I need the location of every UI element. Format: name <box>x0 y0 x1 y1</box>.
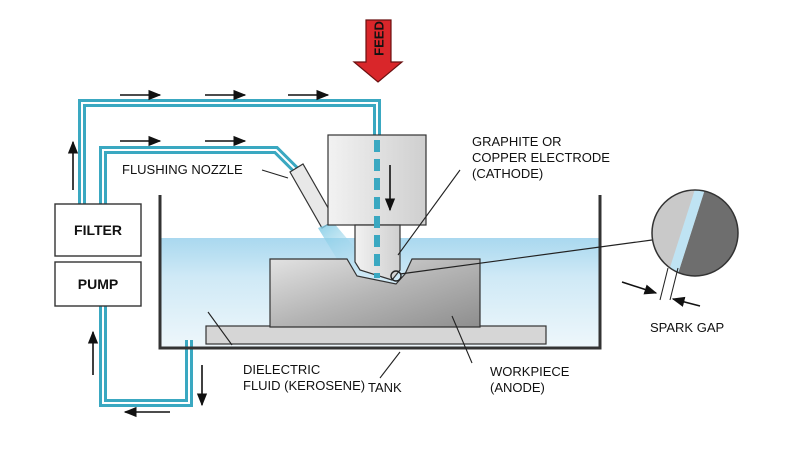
nozzle-inner <box>102 279 190 404</box>
spark-gap-arrow-right <box>671 296 701 307</box>
filter-box <box>54 203 142 257</box>
magnified-view <box>652 190 738 276</box>
zoom-line <box>399 239 653 275</box>
pump-box <box>54 261 142 307</box>
flush-pipe-inner <box>102 149 302 204</box>
flow-arrows <box>67 89 396 418</box>
spark-gap-label: SPARK GAP <box>650 320 725 335</box>
tank <box>158 195 602 350</box>
workpiece-label: WORKPIECE (ANODE) <box>490 364 570 395</box>
spark-zone <box>390 270 402 282</box>
flushing-nozzle-label: FLUSHING NOZZLE <box>122 162 243 177</box>
leader-lines <box>207 169 473 379</box>
feed-pipe-inner <box>81 102 378 204</box>
dielectric-label: DIELECTRIC FLUID (KEROSENE) <box>243 362 366 393</box>
spark-gap-arrow-left <box>621 281 658 295</box>
feed-label: FEED <box>371 21 387 56</box>
filter-label: FILTER <box>74 222 122 238</box>
workpiece <box>269 258 481 328</box>
base-plate <box>205 325 547 345</box>
feed-arrow <box>352 19 404 83</box>
electrode-label: GRAPHITE OR COPPER ELECTRODE (CATHODE) <box>472 134 610 181</box>
pump-label: PUMP <box>77 276 119 292</box>
tank-label: TANK <box>368 380 402 395</box>
